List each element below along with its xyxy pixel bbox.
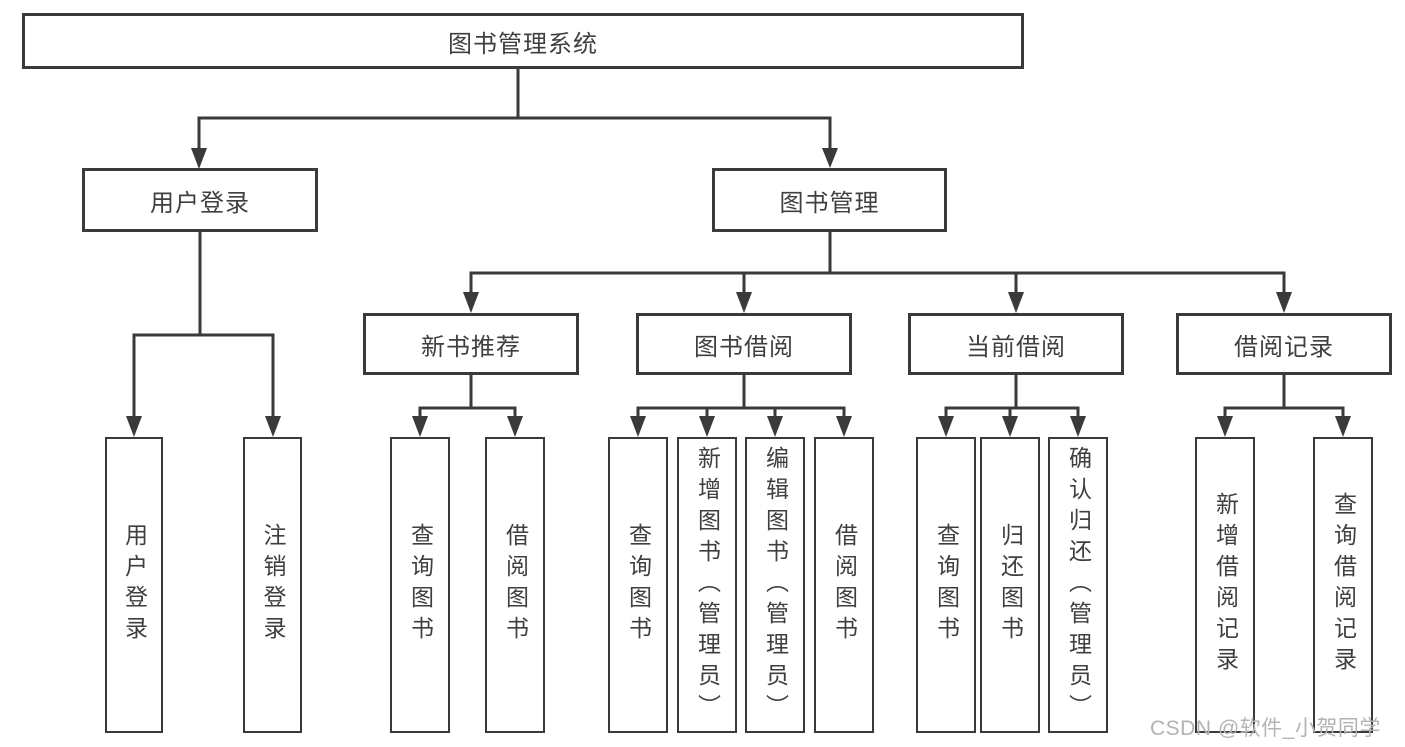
node-book-management: 图书管理 [712, 168, 947, 232]
node-current-borrowing: 当前借阅 [908, 313, 1124, 375]
node-label: 编辑图书（管理员） [762, 445, 789, 725]
node-label: 用户登录 [121, 523, 148, 647]
node-leaf-user-login: 用户登录 [105, 437, 163, 733]
node-new-book-recommend: 新书推荐 [363, 313, 579, 375]
node-leaf-cb-return-books: 归还图书 [980, 437, 1040, 733]
node-leaf-nb-borrow-books: 借阅图书 [485, 437, 545, 733]
node-label: 查询图书 [625, 523, 652, 647]
node-label: 注销登录 [260, 523, 286, 647]
node-label: 借阅记录 [1234, 333, 1334, 361]
csdn-watermark: CSDN @软件_小贺同学 [1150, 717, 1381, 740]
node-borrow-records: 借阅记录 [1176, 313, 1392, 375]
node-label: 新书推荐 [421, 333, 521, 361]
node-user-login: 用户登录 [82, 168, 318, 232]
node-label: 新增图书（管理员） [694, 445, 721, 725]
node-label: 查询图书 [407, 523, 434, 647]
node-label: 新增借阅记录 [1212, 492, 1239, 678]
node-leaf-nb-query-books: 查询图书 [390, 437, 450, 733]
node-leaf-br-query-record: 查询借阅记录 [1313, 437, 1373, 733]
node-label: 图书借阅 [694, 333, 794, 361]
node-leaf-bb-edit-books-admin: 编辑图书（管理员） [745, 437, 805, 733]
node-label: 用户登录 [150, 189, 250, 217]
node-label: 图书管理系统 [448, 30, 598, 58]
node-label: 查询借阅记录 [1330, 492, 1357, 678]
node-leaf-bb-borrow-books: 借阅图书 [814, 437, 874, 733]
node-label: 借阅图书 [831, 523, 858, 647]
arrowhead-icons [126, 148, 1351, 437]
node-label: 借阅图书 [502, 523, 529, 647]
node-leaf-br-add-record: 新增借阅记录 [1195, 437, 1255, 733]
node-book-borrowing: 图书借阅 [636, 313, 852, 375]
node-label: 图书管理 [779, 189, 880, 217]
node-leaf-bb-query-books: 查询图书 [608, 437, 668, 733]
node-label: 归还图书 [997, 523, 1024, 647]
node-leaf-cb-confirm-return-admin: 确认归还（管理员） [1048, 437, 1108, 733]
node-root-system: 图书管理系统 [22, 13, 1024, 69]
node-leaf-cb-query-books: 查询图书 [916, 437, 976, 733]
node-leaf-bb-add-books-admin: 新增图书（管理员） [677, 437, 737, 733]
node-leaf-logout: 注销登录 [243, 437, 302, 733]
node-label: 查询图书 [933, 523, 960, 647]
node-label: 当前借阅 [966, 333, 1066, 361]
node-label: 确认归还（管理员） [1065, 445, 1092, 725]
